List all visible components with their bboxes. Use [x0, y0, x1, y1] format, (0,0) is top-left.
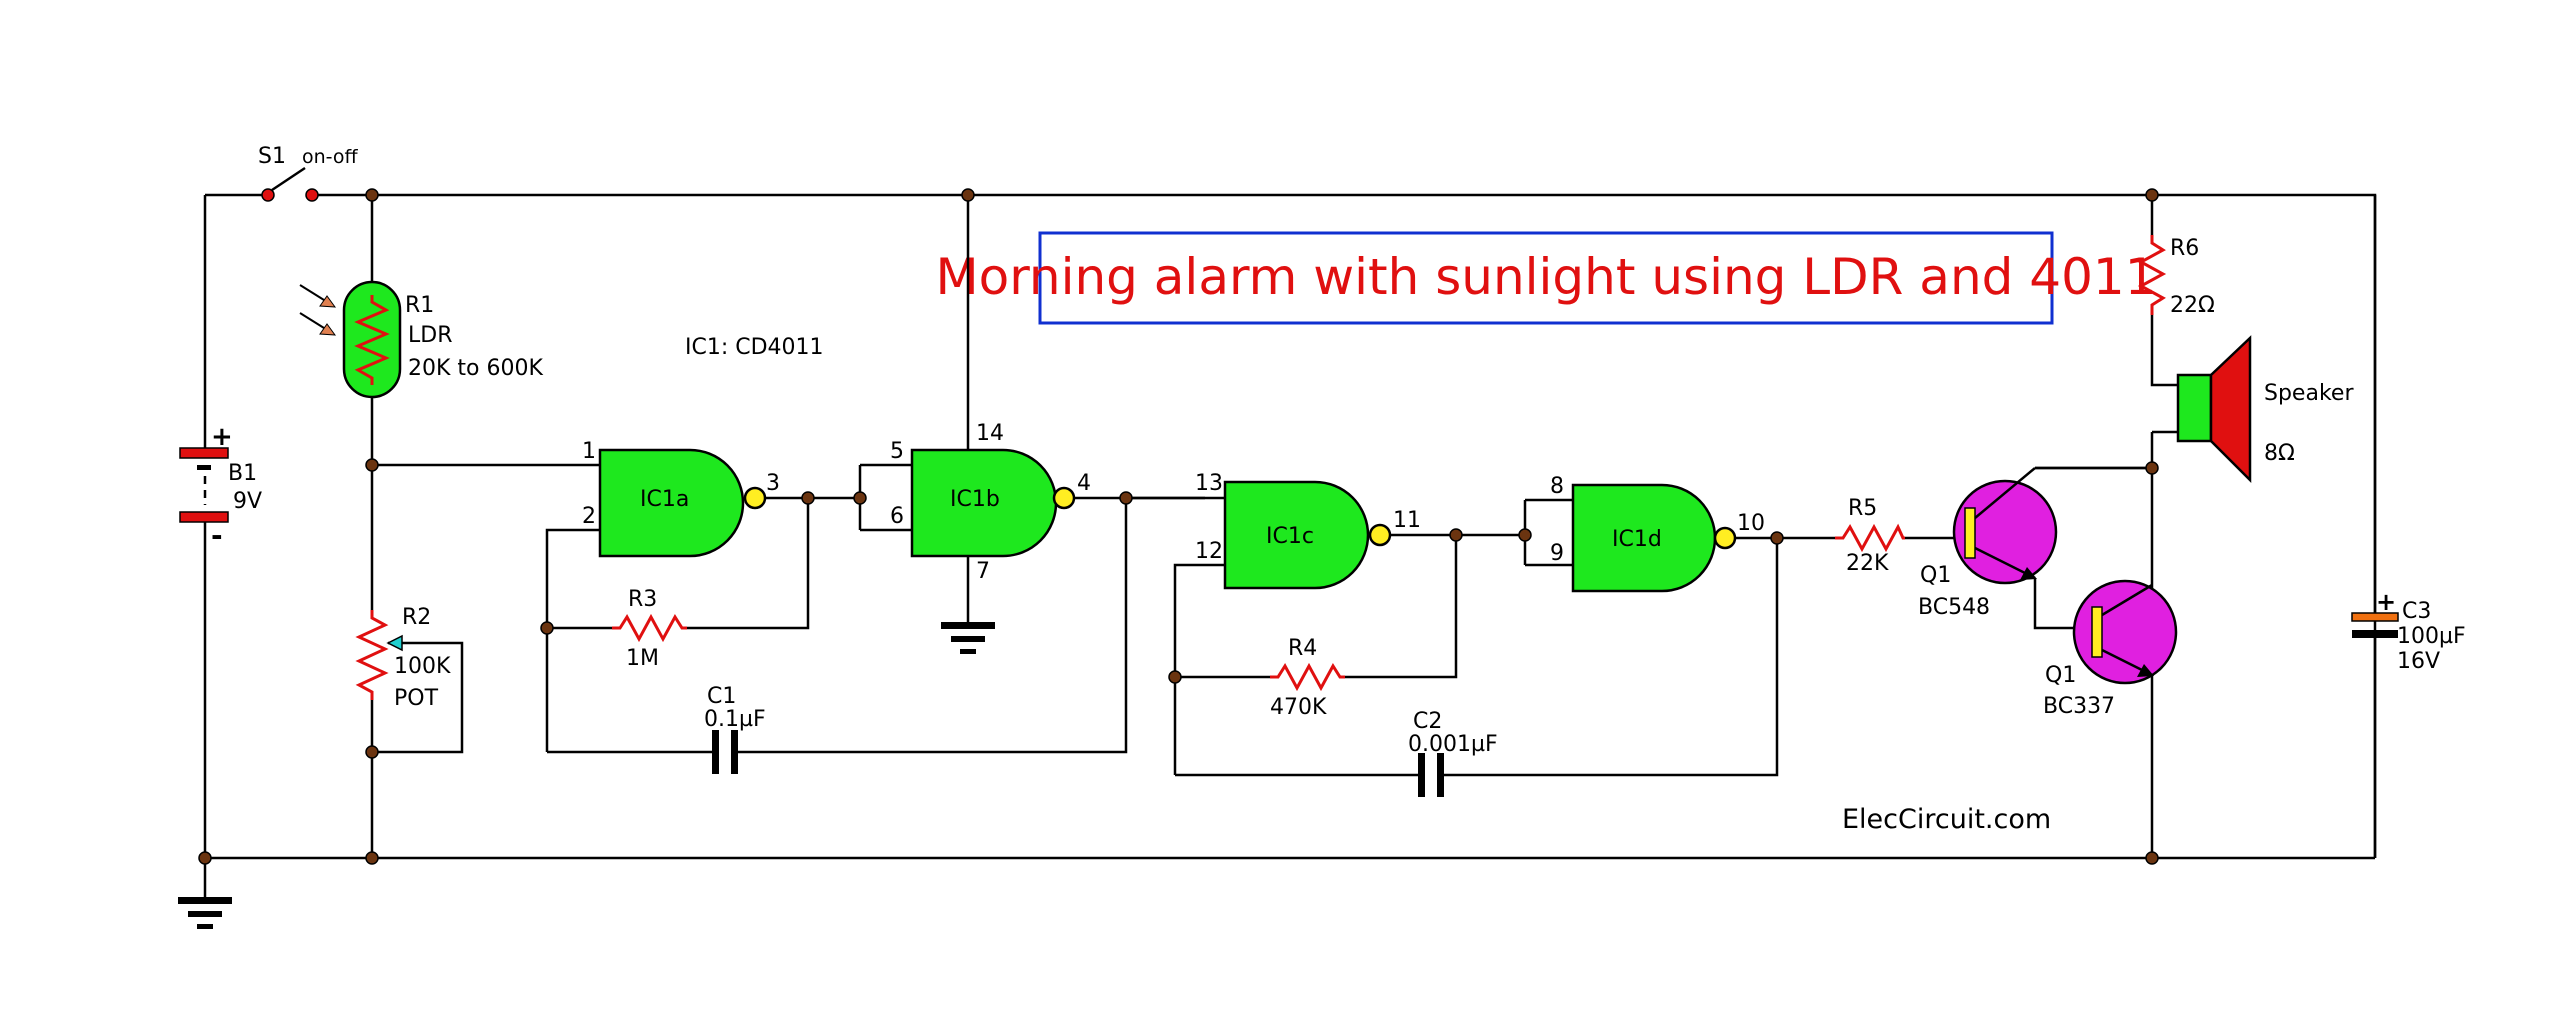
- ic1d-pin-out: 10: [1737, 511, 1765, 536]
- speaker-value: 8Ω: [2264, 441, 2295, 466]
- switch-s1: S1 on-off: [258, 144, 358, 202]
- c1-label: C1: [707, 684, 736, 709]
- ic1d-name: IC1d: [1612, 527, 1662, 552]
- ic1b-pin-out: 4: [1077, 471, 1091, 496]
- ground-ic1b-icon: [941, 622, 995, 654]
- r4-label: R4: [1288, 636, 1317, 661]
- r6-value: 22Ω: [2170, 293, 2215, 318]
- c3-voltage: 16V: [2397, 649, 2440, 674]
- gate-ic1d: IC1d 8 9 10: [1550, 474, 1765, 593]
- capacitor-c1: C1 0.1µF: [704, 684, 766, 774]
- r5-value: 22K: [1846, 551, 1889, 576]
- b1-label: B1: [228, 461, 257, 486]
- r3-label: R3: [628, 587, 657, 612]
- junctions: [198, 188, 2159, 865]
- q1a-value: BC548: [1918, 595, 1990, 620]
- ic1d-pin-in2: 9: [1550, 541, 1564, 566]
- resistor-r4: R4 470K: [1270, 636, 1345, 720]
- resistor-r5: R5 22K: [1835, 496, 1905, 576]
- ic1a-pin-in2: 2: [582, 504, 596, 529]
- c2-value: 0.001µF: [1408, 732, 1498, 757]
- capacitor-c2: C2 0.001µF: [1408, 709, 1498, 797]
- ic1b-pin-in1: 5: [890, 439, 904, 464]
- r5-label: R5: [1848, 496, 1877, 521]
- ic1a-pin-in1: 1: [582, 439, 596, 464]
- b1-value: 9V: [233, 489, 262, 514]
- b1-plus: +: [211, 422, 233, 452]
- q1b-value: BC337: [2043, 694, 2115, 719]
- c3-label: C3: [2402, 599, 2431, 624]
- pot-r2: R2 100K POT: [355, 605, 451, 711]
- battery-b1: + - B1 9V: [179, 422, 262, 552]
- ic-label: IC1: CD4011: [685, 335, 824, 360]
- gate-ic1b: IC1b 5 6 4 14 7: [890, 421, 1091, 584]
- transistor-q1-bc337: Q1 BC337: [2043, 579, 2178, 719]
- ic1b-pin-vdd: 14: [976, 421, 1004, 446]
- speaker-icon: Speaker 8Ω: [2176, 335, 2354, 484]
- resistor-r6: R6 22Ω: [2137, 235, 2215, 318]
- diagram-title: Morning alarm with sunlight using LDR an…: [935, 248, 2156, 306]
- transistor-q1-bc548: Q1 BC548: [1918, 467, 2058, 620]
- r3-value: 1M: [626, 646, 659, 671]
- ldr-r1: R1 LDR 20K to 600K: [299, 280, 543, 399]
- r1-value: 20K to 600K: [408, 356, 543, 381]
- ic1a-pin-out: 3: [766, 471, 780, 496]
- r2-type: POT: [394, 686, 439, 711]
- c3-plus: +: [2376, 588, 2396, 616]
- ground-left-icon: [178, 897, 232, 929]
- speaker-label: Speaker: [2264, 381, 2354, 406]
- r2-label: R2: [402, 605, 431, 630]
- r1-label: R1: [405, 293, 434, 318]
- ic1c-pin-out: 11: [1393, 508, 1421, 533]
- c3-value: 100µF: [2397, 624, 2466, 649]
- gate-ic1c: IC1c 13 12 11: [1195, 471, 1421, 590]
- resistor-r3: R3 1M: [612, 587, 687, 671]
- q1b-label: Q1: [2045, 663, 2076, 688]
- r6-label: R6: [2170, 236, 2199, 261]
- r1-type: LDR: [408, 323, 452, 348]
- ic1b-name: IC1b: [950, 487, 1000, 512]
- ic1c-pin-in1: 13: [1195, 471, 1223, 496]
- ic1a-name: IC1a: [640, 487, 689, 512]
- c2-label: C2: [1413, 709, 1442, 734]
- r2-value: 100K: [394, 654, 451, 679]
- ic1d-pin-in1: 8: [1550, 474, 1564, 499]
- r4-value: 470K: [1270, 695, 1327, 720]
- q1a-label: Q1: [1920, 563, 1951, 588]
- gate-ic1a: IC1a 1 2 3: [582, 439, 780, 558]
- s1-label: S1: [258, 144, 286, 169]
- ic1c-pin-in2: 12: [1195, 539, 1223, 564]
- c1-value: 0.1µF: [704, 707, 766, 732]
- ic1c-name: IC1c: [1266, 524, 1314, 549]
- ic1b-pin-in2: 6: [890, 504, 904, 529]
- credit-text: ElecCircuit.com: [1842, 804, 2051, 835]
- capacitor-c3: + C3 100µF 16V: [2351, 588, 2466, 858]
- ic1b-pin-vss: 7: [976, 559, 990, 584]
- b1-minus: -: [211, 519, 223, 552]
- s1-note: on-off: [302, 146, 358, 168]
- title-box: [1038, 231, 2054, 325]
